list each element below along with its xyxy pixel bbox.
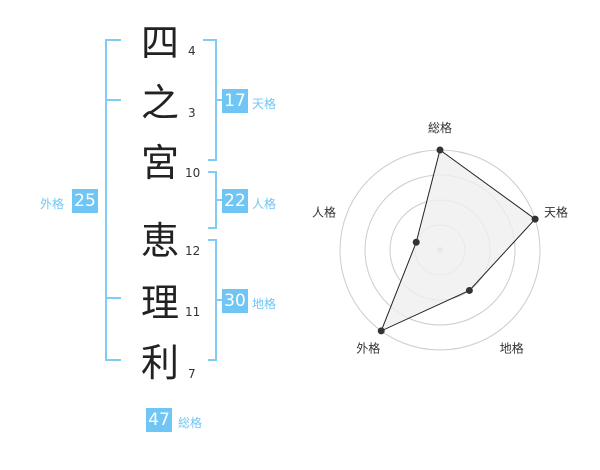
- radar-axis-label-0: 総格: [428, 120, 452, 135]
- chikaku-bracket: [208, 239, 217, 361]
- gaikaku-label: 外格: [40, 197, 65, 211]
- tenkaku-label: 天格: [252, 97, 277, 111]
- tenkaku-value: 17: [222, 89, 248, 113]
- radar-axis-label-4: 人格: [312, 204, 336, 219]
- radar-axis-label-1: 天格: [544, 204, 568, 219]
- radar-point-0: [436, 146, 444, 154]
- surname-char-3: 宮: [140, 141, 179, 185]
- surname-strokes-1: 4: [188, 44, 196, 58]
- surname-char-2: 之: [140, 81, 179, 125]
- given-char-1: 恵: [140, 219, 179, 263]
- surname-char-1: 四: [140, 21, 179, 65]
- radar-point-3: [377, 327, 385, 335]
- given-char-2: 理: [140, 281, 179, 325]
- surname-strokes-2: 3: [188, 106, 196, 120]
- chikaku-value: 30: [222, 289, 248, 313]
- jinkaku-label: 人格: [252, 197, 277, 211]
- radar-point-2: [465, 286, 473, 294]
- radar-polygon: [380, 149, 536, 332]
- given-strokes-3: 7: [188, 367, 196, 381]
- soukaku-value: 47: [146, 408, 172, 432]
- radar-point-1: [531, 215, 539, 223]
- jinkaku-value: 22: [222, 189, 248, 213]
- jinkaku-bracket: [208, 171, 217, 229]
- surname-strokes-3: 10: [185, 166, 201, 180]
- radar-axis-label-2: 地格: [500, 341, 524, 356]
- given-strokes-1: 12: [185, 244, 201, 258]
- given-char-3: 利: [140, 341, 179, 385]
- chikaku-label: 地格: [252, 297, 277, 311]
- gaikaku-bracket: [105, 39, 121, 361]
- radar-point-4: [412, 238, 420, 246]
- given-strokes-2: 11: [185, 305, 201, 319]
- radar-axis-label-3: 外格: [356, 341, 380, 356]
- soukaku-label: 総格: [178, 416, 203, 430]
- tenkaku-bracket: [203, 39, 217, 161]
- gaikaku-value: 25: [72, 189, 98, 213]
